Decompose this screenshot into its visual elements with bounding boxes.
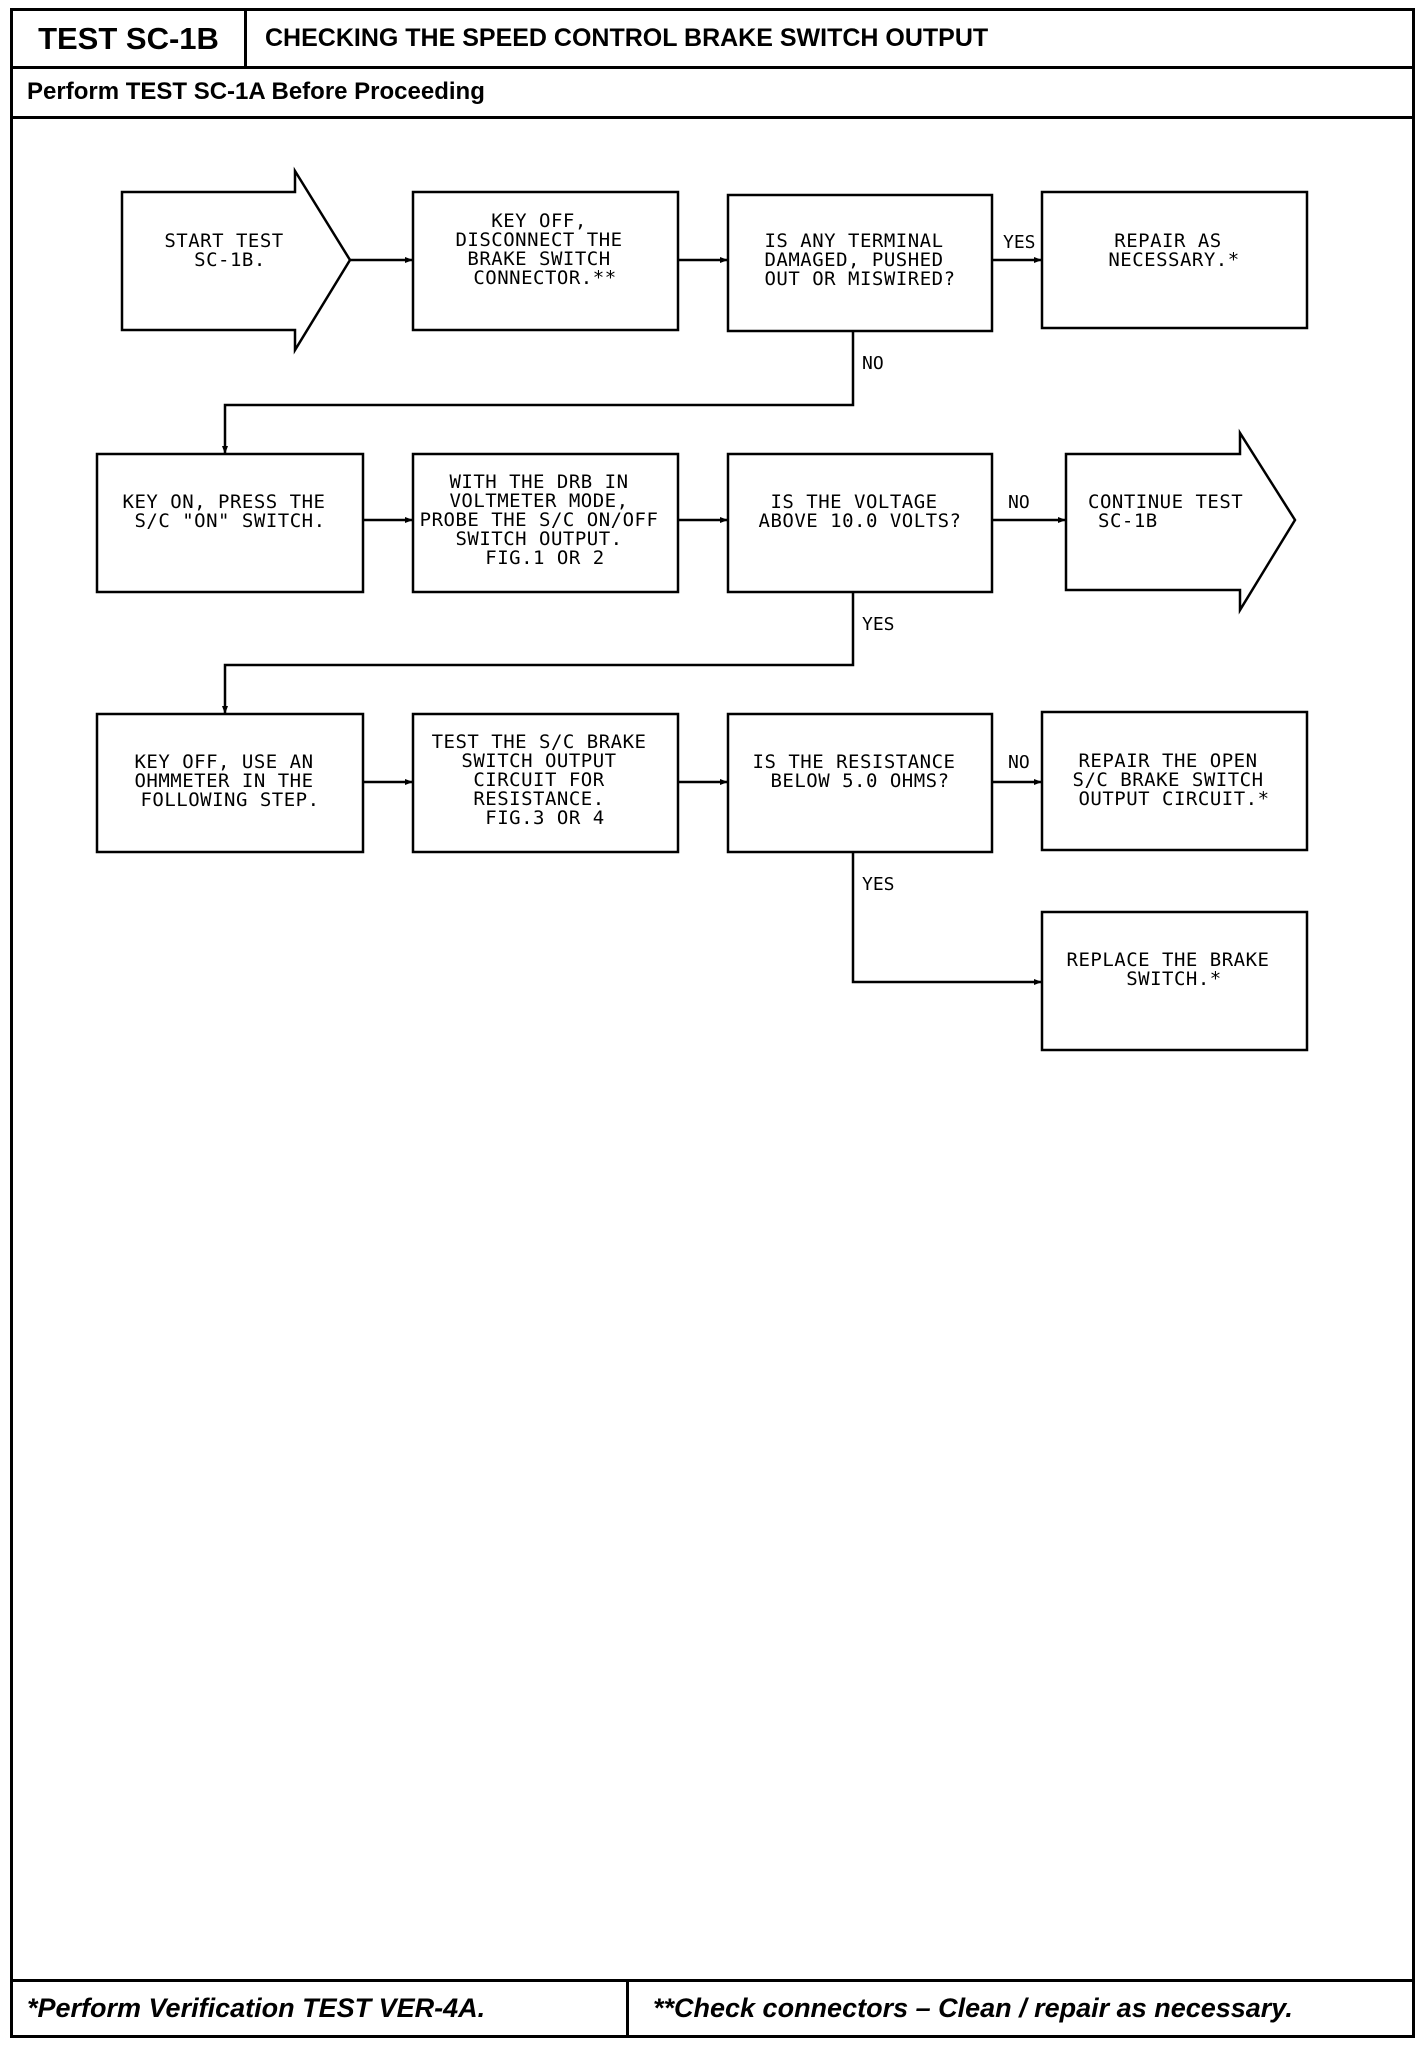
prerequisite-row: Perform TEST SC-1A Before Proceeding bbox=[13, 69, 1412, 119]
footer-divider bbox=[626, 1982, 629, 2035]
text-voltage-question: IS THE VOLTAGE ABOVE 10.0 VOLTS? bbox=[759, 491, 962, 532]
label-terminal-no: NO bbox=[862, 353, 884, 374]
text-repair-open: REPAIR THE OPEN S/C BRAKE SWITCH OUTPUT … bbox=[1073, 750, 1276, 810]
box-key-on bbox=[95, 452, 365, 594]
footer-row: *Perform Verification TEST VER-4A. **Che… bbox=[13, 1979, 1412, 2035]
text-ohmmeter: KEY OFF, USE AN OHMMETER IN THE FOLLOWIN… bbox=[134, 751, 325, 811]
continue-arrow-shape bbox=[1064, 428, 1297, 615]
footer-note-verification: *Perform Verification TEST VER-4A. bbox=[27, 1993, 486, 2023]
footer-note-connectors: **Check connectors – Clean / repair as n… bbox=[653, 1993, 1293, 2023]
label-terminal-yes: YES bbox=[1003, 232, 1036, 253]
label-voltage-no: NO bbox=[1008, 492, 1030, 513]
prerequisite-note: Perform TEST SC-1A Before Proceeding bbox=[27, 78, 485, 105]
connector-terminal-no bbox=[222, 331, 855, 454]
text-resistance-question: IS THE RESISTANCE BELOW 5.0 OHMS? bbox=[753, 751, 968, 792]
text-continue: CONTINUE TEST SC-1B bbox=[1088, 491, 1255, 532]
start-arrow-shape bbox=[120, 166, 352, 355]
connector-voltage-yes bbox=[222, 592, 855, 714]
text-probe: WITH THE DRB IN VOLTMETER MODE, PROBE TH… bbox=[420, 471, 671, 569]
text-key-on: KEY ON, PRESS THE S/C "ON" SWITCH. bbox=[123, 491, 338, 532]
label-resistance-yes: YES bbox=[862, 874, 895, 895]
box-replace bbox=[1040, 910, 1309, 1052]
label-voltage-yes: YES bbox=[862, 614, 895, 635]
text-replace: REPLACE THE BRAKE SWITCH.* bbox=[1067, 949, 1282, 990]
text-disconnect: KEY OFF, DISCONNECT THE BRAKE SWITCH CON… bbox=[455, 210, 634, 289]
box-repair bbox=[1040, 190, 1309, 330]
box-repair-open bbox=[1040, 710, 1309, 852]
label-resistance-no: NO bbox=[1008, 752, 1030, 773]
text-repair: REPAIR AS NECESSARY.* bbox=[1108, 230, 1239, 271]
title-row: TEST SC-1B CHECKING THE SPEED CONTROL BR… bbox=[13, 11, 1412, 69]
box-voltage-question bbox=[726, 452, 994, 594]
box-probe bbox=[411, 452, 680, 594]
box-terminal-question bbox=[726, 193, 994, 333]
test-id: TEST SC-1B bbox=[13, 11, 247, 66]
connector-resistance-yes bbox=[851, 852, 1042, 985]
test-title: CHECKING THE SPEED CONTROL BRAKE SWITCH … bbox=[265, 24, 989, 52]
text-resistance-test: TEST THE S/C BRAKE SWITCH OUTPUT CIRCUIT… bbox=[432, 731, 659, 829]
text-terminal-question: IS ANY TERMINAL DAMAGED, PUSHED OUT OR M… bbox=[764, 230, 955, 290]
text-start: START TEST SC-1B. bbox=[164, 230, 295, 271]
page-frame: TEST SC-1B CHECKING THE SPEED CONTROL BR… bbox=[10, 8, 1415, 2038]
